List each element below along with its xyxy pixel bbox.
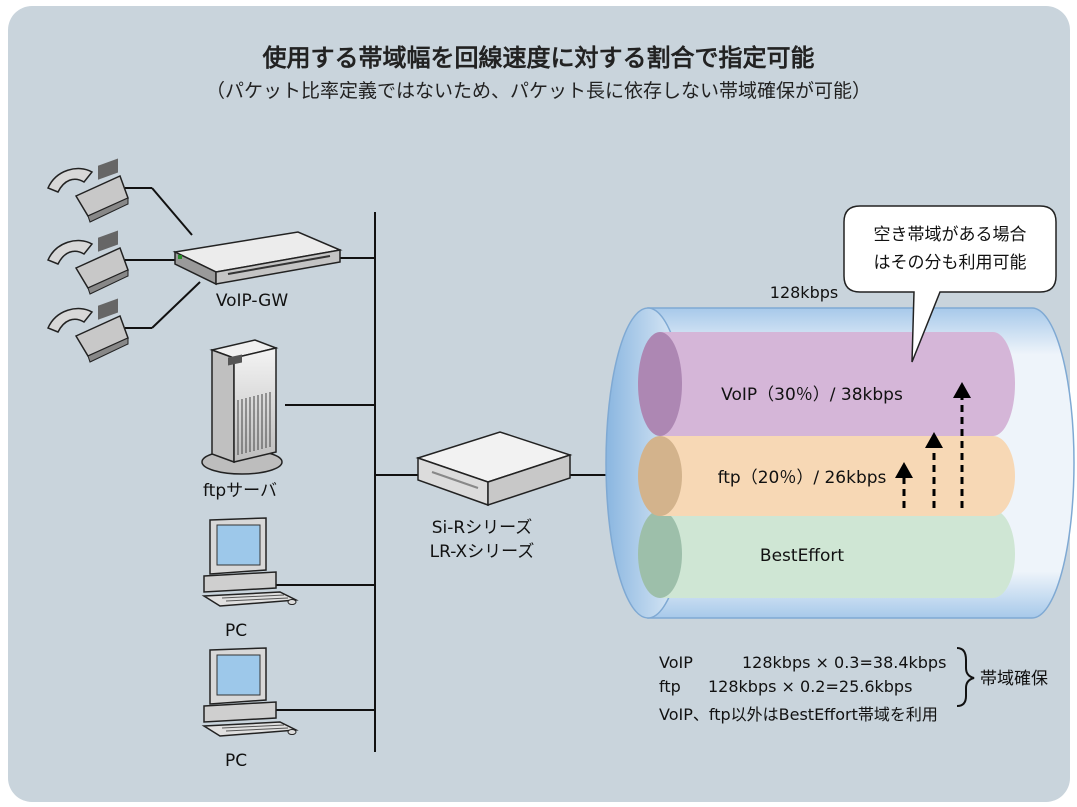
page-title: 使用する帯域幅を回線速度に対する割合で指定可能 xyxy=(262,44,815,72)
telephone-icon xyxy=(46,298,129,363)
pc-label: PC xyxy=(225,751,247,771)
pc-icon xyxy=(201,517,299,607)
voip-gw-label: VoIP-GW xyxy=(216,291,289,311)
ftp-calc-label: ftp xyxy=(659,677,681,696)
pc-icon xyxy=(201,647,299,737)
ftp-server-icon xyxy=(201,339,283,475)
brace-icon xyxy=(956,647,975,707)
network-lines xyxy=(125,187,612,752)
router-label-line2: LR-Xシリーズ xyxy=(430,542,535,562)
besteffort-band-label: BestEffort xyxy=(760,546,844,566)
arrowheads xyxy=(895,382,971,478)
telephone-icon xyxy=(46,230,129,295)
reserved-label: 帯域確保 xyxy=(980,669,1048,689)
router-icon xyxy=(415,431,573,507)
voip-calc-label: VoIP xyxy=(659,653,693,672)
callout-line1: 空き帯域がある場合 xyxy=(874,225,1027,245)
borrow-arrows xyxy=(902,398,964,508)
voip-band-label: VoIP（30％）/ 38kbps xyxy=(721,385,903,405)
callout-line2: はその分も利用可能 xyxy=(874,253,1027,273)
pc-label: PC xyxy=(225,621,247,641)
callout-bubble xyxy=(843,205,1057,363)
besteffort-band xyxy=(638,510,1015,598)
ftp-band xyxy=(638,436,1015,516)
ftp-server-label: ftpサーバ xyxy=(203,481,277,501)
total-bandwidth-label: 128kbps xyxy=(770,283,838,302)
besteffort-note: VoIP、ftp以外はBestEffort帯域を利用 xyxy=(659,705,938,724)
page-subtitle: （パケット比率定義ではないため、パケット長に依存しない帯域確保が可能） xyxy=(205,80,871,102)
telephone-icon xyxy=(46,158,129,223)
ftp-band-label: ftp（20％）/ 26kbps xyxy=(718,468,887,488)
voip-gateway-icon xyxy=(172,231,343,286)
ftp-calc-text: 128kbps × 0.2=25.6kbps xyxy=(708,677,912,696)
voip-calc-text: 128kbps × 0.3=38.4kbps xyxy=(742,653,946,672)
router-label-line1: Si-Rシリーズ xyxy=(432,518,533,538)
voip-band xyxy=(638,332,1015,436)
